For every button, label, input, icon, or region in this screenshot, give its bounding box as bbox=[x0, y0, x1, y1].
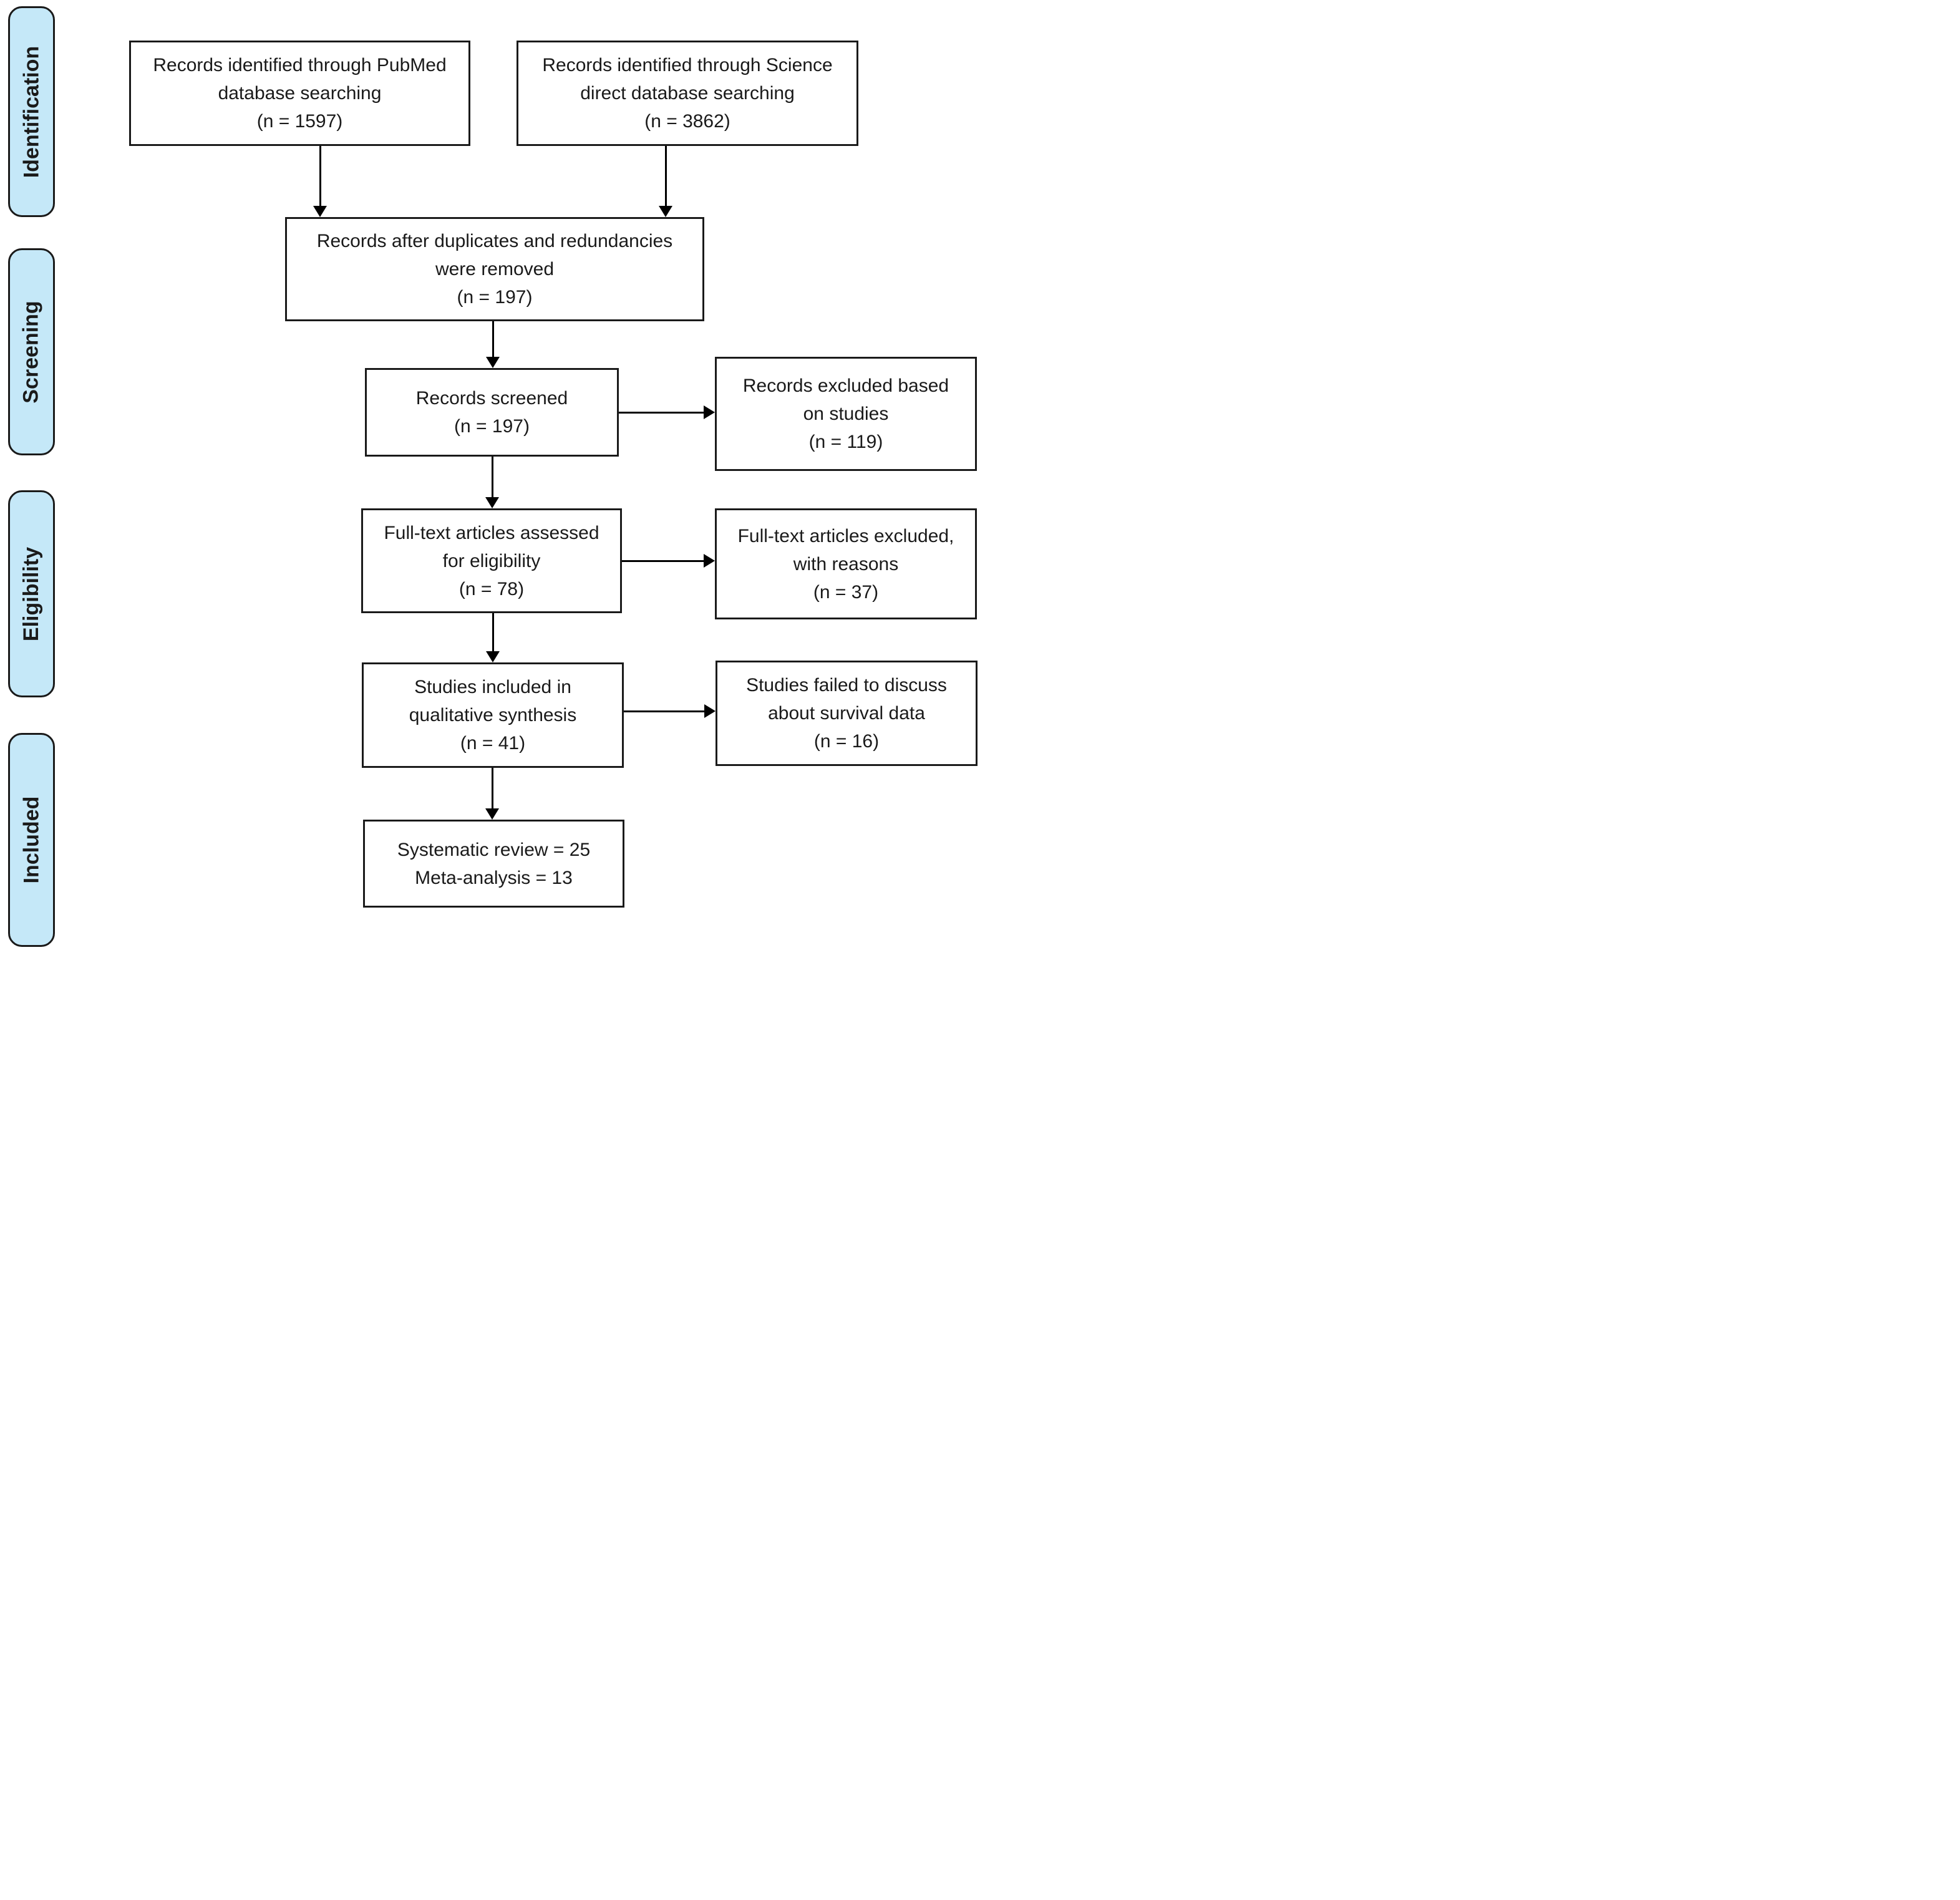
box-records-identified-sciencedirect-line1: Records identified through Science bbox=[542, 55, 833, 75]
box-fulltext-excluded-line2: with reasons bbox=[793, 553, 899, 574]
box-fulltext-assessed-count: (n = 78) bbox=[458, 578, 525, 599]
box-records-identified-pubmed-line2: database searching bbox=[218, 83, 382, 104]
box-fulltext-excluded: Full-text articles excluded, with reason… bbox=[715, 508, 977, 619]
stage-label-identification-text: Identification bbox=[19, 46, 43, 178]
box-records-excluded: Records excluded based on studies (n = 1… bbox=[715, 357, 977, 471]
box-records-after-duplicates-removed: Records after duplicates and redundancie… bbox=[285, 217, 704, 321]
box-records-after-duplicates-removed-line2: were removed bbox=[435, 259, 555, 279]
box-records-identified-sciencedirect-line2: direct database searching bbox=[580, 83, 795, 104]
box-studies-qualitative-synthesis-count: (n = 41) bbox=[460, 733, 526, 754]
box-records-excluded-count: (n = 119) bbox=[808, 432, 883, 452]
box-fulltext-excluded-count: (n = 37) bbox=[813, 581, 879, 603]
arrow-screened-to-excluded-line bbox=[619, 412, 704, 414]
box-fulltext-assessed-line1: Full-text articles assessed bbox=[384, 522, 599, 543]
box-studies-qualitative-synthesis-line1: Studies included in bbox=[414, 677, 571, 697]
box-studies-failed-survival-data-line2: about survival data bbox=[768, 703, 925, 724]
arrow-fulltext-to-qualitative-line bbox=[492, 613, 494, 651]
box-records-identified-sciencedirect-count: (n = 3862) bbox=[644, 111, 730, 132]
box-records-excluded-line1: Records excluded based bbox=[742, 376, 949, 396]
arrow-qualitative-to-final-line bbox=[492, 768, 493, 808]
box-fulltext-assessed-line2: for eligibility bbox=[442, 550, 541, 571]
box-fulltext-excluded-line1: Full-text articles excluded, bbox=[737, 525, 954, 546]
box-fulltext-assessed: Full-text articles assessed for eligibil… bbox=[361, 508, 622, 613]
box-records-identified-sciencedirect: Records identified through Science direc… bbox=[517, 41, 858, 146]
box-studies-failed-survival-data-count: (n = 16) bbox=[813, 731, 880, 752]
arrow-fulltext-to-excluded-line bbox=[622, 560, 704, 562]
box-studies-failed-survival-data-line1: Studies failed to discuss bbox=[746, 675, 947, 696]
stage-label-included-text: Included bbox=[19, 796, 44, 884]
arrow-dedup-to-screened-head bbox=[486, 357, 500, 368]
arrow-fulltext-to-qualitative-head bbox=[486, 651, 500, 662]
arrow-qualitative-to-final-head bbox=[485, 808, 499, 820]
box-records-screened-count: (n = 197) bbox=[454, 416, 530, 437]
box-records-screened-line1: Records screened bbox=[415, 388, 568, 409]
box-final-review-counts: Systematic review = 25 Meta-analysis = 1… bbox=[363, 820, 624, 908]
arrow-fulltext-to-excluded-head bbox=[704, 554, 715, 568]
box-records-identified-pubmed: Records identified through PubMed databa… bbox=[129, 41, 470, 146]
box-records-screened: Records screened (n = 197) bbox=[365, 368, 619, 457]
stage-label-eligibility: Eligibility bbox=[8, 490, 55, 697]
arrow-screened-to-fulltext-line bbox=[492, 457, 493, 497]
box-final-review-counts-line1: Systematic review = 25 bbox=[397, 839, 591, 860]
arrow-pubmed-to-dedup-head bbox=[313, 206, 327, 217]
box-records-identified-pubmed-line1: Records identified through PubMed bbox=[153, 55, 447, 75]
box-studies-failed-survival-data: Studies failed to discuss about survival… bbox=[716, 661, 978, 766]
stage-label-screening: Screening bbox=[8, 248, 55, 455]
stage-label-included: Included bbox=[8, 733, 55, 947]
prisma-flow-diagram: Identification Screening Eligibility Inc… bbox=[0, 0, 980, 950]
arrow-dedup-to-screened-line bbox=[492, 321, 494, 357]
box-studies-qualitative-synthesis-line2: qualitative synthesis bbox=[409, 705, 577, 725]
arrow-screened-to-excluded-head bbox=[704, 405, 715, 419]
box-records-after-duplicates-removed-line1: Records after duplicates and redundancie… bbox=[316, 231, 673, 251]
box-final-review-counts-line2: Meta-analysis = 13 bbox=[415, 867, 573, 888]
box-records-identified-pubmed-count: (n = 1597) bbox=[256, 111, 343, 132]
stage-label-screening-text: Screening bbox=[19, 300, 44, 404]
arrow-qualitative-to-failed-head bbox=[704, 704, 716, 718]
stage-label-identification: Identification bbox=[8, 6, 55, 217]
box-records-after-duplicates-removed-count: (n = 197) bbox=[457, 287, 533, 308]
arrow-sciencedirect-to-dedup-head bbox=[659, 206, 672, 217]
box-studies-qualitative-synthesis: Studies included in qualitative synthesi… bbox=[362, 662, 624, 768]
stage-label-eligibility-text: Eligibility bbox=[19, 546, 43, 641]
box-records-excluded-line2: on studies bbox=[803, 404, 889, 424]
arrow-pubmed-to-dedup-line bbox=[319, 146, 321, 206]
arrow-screened-to-fulltext-head bbox=[485, 497, 499, 508]
arrow-qualitative-to-failed-line bbox=[624, 710, 704, 712]
arrow-sciencedirect-to-dedup-line bbox=[665, 146, 667, 206]
